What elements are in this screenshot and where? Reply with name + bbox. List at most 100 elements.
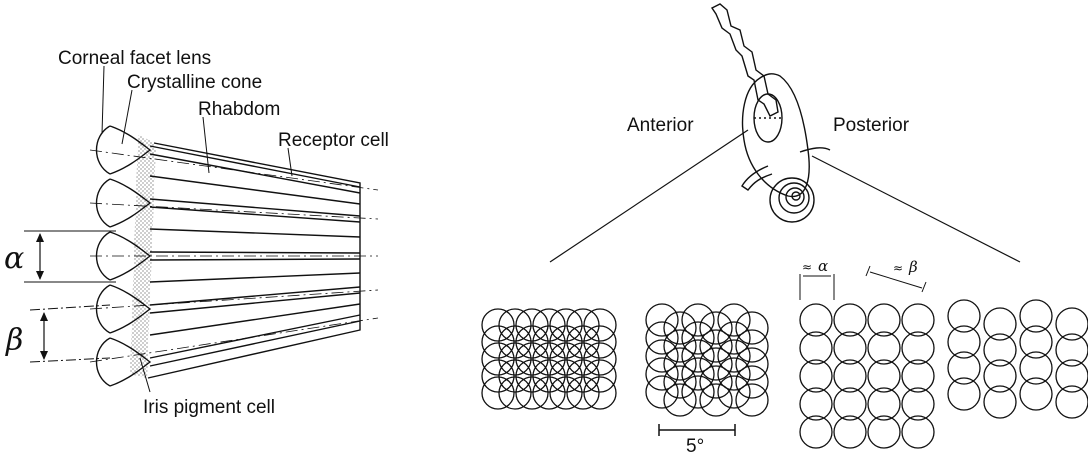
projection-posterior xyxy=(811,155,1021,263)
pattern-1-ommatidium xyxy=(498,376,532,410)
pattern-2-ommatidium xyxy=(681,357,715,391)
beta-dim-line xyxy=(869,271,923,289)
pattern-1-ommatidium xyxy=(583,359,617,393)
label-rhabdom: Rhabdom xyxy=(198,99,280,120)
rhabdom-edge xyxy=(149,198,361,217)
pattern-2-ommatidium xyxy=(735,365,769,399)
pattern-3-ommatidium xyxy=(799,387,833,421)
rhabdom-edge xyxy=(149,314,361,359)
pattern-2-ommatidium xyxy=(699,365,733,399)
pattern-1-ommatidium xyxy=(566,325,600,359)
rhabdom-edge xyxy=(149,206,361,223)
pattern-2-ommatidium xyxy=(735,329,769,363)
leader-iris xyxy=(139,357,151,393)
pattern-3-ommatidium xyxy=(867,415,901,449)
receptor-divider xyxy=(149,303,361,336)
optical-axis xyxy=(89,202,379,220)
pattern-1-ommatidium xyxy=(566,359,600,393)
pattern-2-ommatidium xyxy=(699,329,733,363)
label-anterior: Anterior xyxy=(627,115,694,136)
pattern-4-ommatidium xyxy=(1055,385,1088,419)
rhabdom-edge xyxy=(149,251,361,254)
pattern-4-ommatidium xyxy=(983,307,1017,341)
pattern-dimension-marks xyxy=(799,265,927,300)
pattern-1-ommatidium xyxy=(549,308,583,342)
sampling-patterns xyxy=(481,299,1088,449)
pattern-4-ommatidium xyxy=(1019,377,1053,411)
pattern-1-ommatidium xyxy=(566,308,600,342)
receptor-dividers xyxy=(149,145,361,367)
ommatidia-section xyxy=(24,65,379,393)
pattern-3-ommatidium xyxy=(867,331,901,365)
proboscis-spiral-mid xyxy=(778,182,810,214)
pattern-1-ommatidium xyxy=(481,376,515,410)
beta-approx-symbol: ≈ xyxy=(893,261,903,275)
lens-front xyxy=(95,231,111,281)
pattern-1-ommatidium xyxy=(515,308,549,342)
pattern-2-ommatidium xyxy=(663,365,697,399)
pattern-4-ommatidium xyxy=(947,377,981,411)
pattern-4-ommatidium xyxy=(947,351,981,385)
beta-arrowhead-bottom xyxy=(40,351,48,360)
pattern-3-ommatidium xyxy=(799,331,833,365)
mouthpart xyxy=(741,165,773,191)
receptor-cell-outline xyxy=(147,142,361,379)
pattern-3-ommatidium xyxy=(833,387,867,421)
pattern-2-ommatidium xyxy=(717,357,751,391)
pattern-3-ommatidium xyxy=(833,359,867,393)
pattern-1-ommatidium xyxy=(481,325,515,359)
crystalline-cone xyxy=(109,178,152,228)
pattern-2-ommatidium xyxy=(735,311,769,345)
pattern-3-ommatidium xyxy=(799,303,833,337)
pattern-1-ommatidium xyxy=(549,359,583,393)
pattern-1-ommatidium xyxy=(498,325,532,359)
pattern-2-ommatidium xyxy=(681,321,715,355)
rhabdom-edge xyxy=(149,145,361,188)
pattern-2-ommatidium xyxy=(717,303,751,337)
pattern-3-ommatidium xyxy=(901,303,935,337)
pattern-1-ommatidium xyxy=(481,359,515,393)
pattern-1-ommatidium xyxy=(515,376,549,410)
pattern-2-ommatidium xyxy=(717,321,751,355)
compound-eye xyxy=(753,93,783,143)
scale-bar-label: 5° xyxy=(686,436,704,456)
pattern-1-ommatidium xyxy=(566,376,600,410)
pattern-4-ommatidium xyxy=(983,333,1017,367)
lens-front xyxy=(95,284,111,334)
proboscis-spiral-core xyxy=(791,191,801,201)
label-posterior: Posterior xyxy=(833,115,910,136)
pattern-1-ommatidium xyxy=(583,308,617,342)
pattern-1-ommatidium xyxy=(481,342,515,376)
alpha-approx-symbol: ≈ xyxy=(802,260,812,274)
pattern-1-ommatidium xyxy=(532,376,566,410)
rhabdom-edge xyxy=(149,286,361,306)
lens-front xyxy=(95,337,111,387)
pattern-1-ommatidium xyxy=(515,359,549,393)
pattern-1-ommatidium xyxy=(481,308,515,342)
pattern-2-ommatidium xyxy=(645,375,679,409)
pattern-1-ommatidium xyxy=(549,376,583,410)
pattern-2-ommatidium xyxy=(717,375,751,409)
iris-pigment-region xyxy=(130,135,156,378)
crystalline-cone xyxy=(109,231,152,281)
pattern-3-ommatidium xyxy=(901,331,935,365)
pattern-3-ommatidium xyxy=(833,303,867,337)
beta-symbol: β xyxy=(5,323,23,358)
optical-axis xyxy=(89,317,379,363)
optical-axis xyxy=(89,289,379,310)
pattern-4-ommatidium xyxy=(1055,359,1088,393)
pattern-4-ommatidium xyxy=(1019,351,1053,385)
pattern-2-ommatidium xyxy=(663,329,697,363)
pattern-1-ommatidium xyxy=(532,325,566,359)
rhabdom-edge xyxy=(149,153,361,194)
pattern-4-ommatidium xyxy=(947,325,981,359)
pattern-2-ommatidium xyxy=(699,383,733,417)
pattern-1-ommatidium xyxy=(498,359,532,393)
pattern-1-ommatidium xyxy=(583,376,617,410)
pattern-2-ommatidium xyxy=(663,383,697,417)
pattern-3-ommatidium xyxy=(833,415,867,449)
rhabdom-edge xyxy=(149,320,361,367)
pattern-2-ommatidium xyxy=(735,347,769,381)
pattern-4-ommatidium xyxy=(1019,325,1053,359)
